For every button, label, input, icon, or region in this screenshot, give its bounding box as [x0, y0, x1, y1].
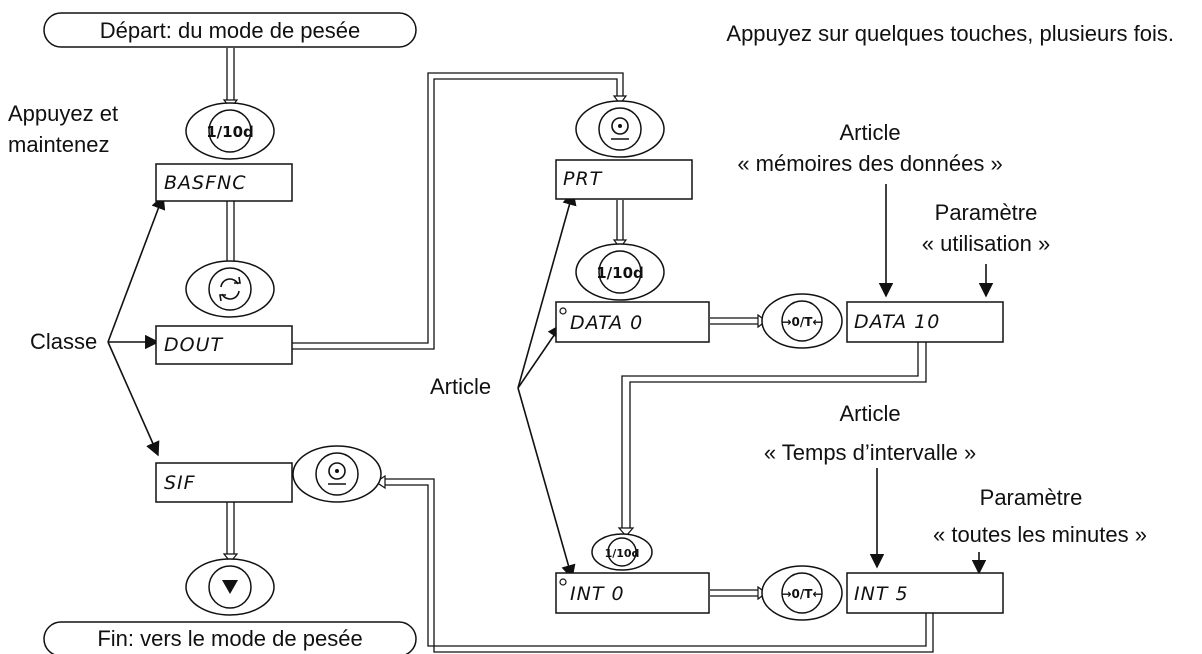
param-minutes-line2: « toutes les minutes » — [933, 522, 1147, 547]
tenth-d-key-small[interactable]: 1/10d — [591, 533, 653, 571]
svg-text:→0/T←: →0/T← — [781, 587, 822, 601]
param-minutes-line1: Paramètre — [980, 485, 1083, 510]
class-label: Classe — [30, 329, 97, 354]
item-label: Article — [430, 374, 491, 399]
start-pill: Départ: du mode de pesée — [43, 12, 417, 48]
svg-text:1/10d: 1/10d — [596, 264, 644, 282]
display-int0: INT 0 — [555, 572, 710, 614]
display-prt: PRT — [555, 159, 693, 200]
cycle-key[interactable] — [185, 260, 275, 318]
svg-text:Départ: du mode de pesée: Départ: du mode de pesée — [100, 18, 361, 43]
svg-text:INT 5: INT 5 — [854, 583, 909, 605]
param-use-line2: « utilisation » — [922, 231, 1050, 256]
display-data0: DATA 0 — [555, 301, 710, 343]
svg-text:DATA 10: DATA 10 — [854, 311, 940, 333]
tenth-d-key[interactable]: 1/10d — [185, 102, 275, 160]
svg-text:PRT: PRT — [563, 168, 603, 190]
print-icon — [611, 117, 629, 140]
svg-text:DOUT: DOUT — [164, 334, 223, 356]
print-key-sif[interactable] — [292, 445, 382, 503]
svg-text:DATA 0: DATA 0 — [570, 312, 643, 334]
item-memory-line2: « mémoires des données » — [737, 151, 1002, 176]
zero-tare-key-1[interactable]: →0/T← — [761, 293, 843, 349]
tenth-d-key-2[interactable]: 1/10d — [575, 243, 665, 301]
item-interval-line1: Article — [839, 401, 900, 426]
display-int5: INT 5 — [846, 572, 1004, 614]
display-data10: DATA 10 — [846, 301, 1004, 343]
print-key-prt[interactable] — [575, 100, 665, 158]
svg-text:1/10d: 1/10d — [605, 547, 640, 560]
svg-text:BASFNC: BASFNC — [164, 172, 247, 194]
svg-text:1/10d: 1/10d — [206, 123, 254, 141]
hold-label-line2: maintenez — [8, 132, 110, 157]
display-dout: DOUT — [155, 325, 293, 365]
cycle-icon — [219, 276, 241, 302]
svg-text:→0/T←: →0/T← — [781, 315, 822, 329]
hold-label-line1: Appuyez et — [8, 101, 118, 126]
down-key[interactable] — [185, 558, 275, 616]
item-memory-line1: Article — [839, 120, 900, 145]
down-triangle-icon — [222, 580, 238, 594]
display-basfnc: BASFNC — [155, 163, 293, 202]
item-interval-line2: « Temps d’intervalle » — [764, 440, 976, 465]
single-arrows — [107, 184, 994, 580]
svg-text:SIF: SIF — [164, 472, 196, 494]
display-sif: SIF — [155, 462, 293, 503]
zero-tare-key-2[interactable]: →0/T← — [761, 565, 843, 621]
end-pill: Fin: vers le mode de pesée — [43, 621, 417, 654]
print-icon — [328, 462, 346, 485]
svg-text:Fin: vers le mode de pesée: Fin: vers le mode de pesée — [97, 626, 362, 651]
svg-text:INT 0: INT 0 — [570, 583, 625, 605]
instruction-text: Appuyez sur quelques touches, plusieurs … — [726, 21, 1174, 46]
param-use-line1: Paramètre — [935, 200, 1038, 225]
